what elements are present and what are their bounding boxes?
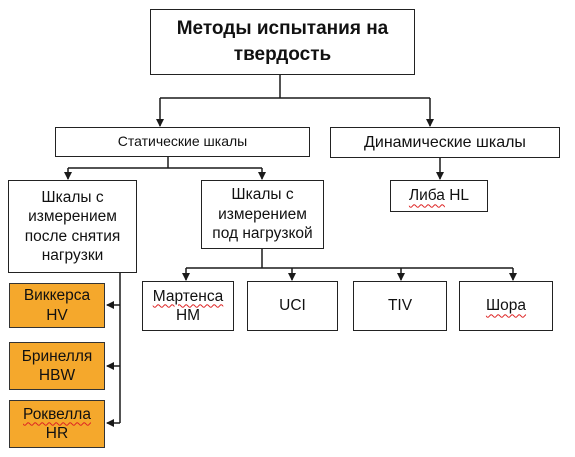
shore-label: Шора xyxy=(485,297,527,315)
root-line-1: Методы испытания на xyxy=(176,18,389,40)
after-unload-line-3: после снятия xyxy=(24,227,121,245)
static-scales-node: Статические шкалы xyxy=(55,127,310,157)
martens-line-1: Мартенса xyxy=(152,287,224,305)
uci-label: UCI xyxy=(279,297,306,315)
after-unload-line-2: измерением xyxy=(28,208,117,226)
martens-node: Мартенса HM xyxy=(142,281,234,331)
tiv-node: TIV xyxy=(353,281,447,331)
after-unload-line-4: нагрузки xyxy=(41,246,104,264)
rockwell-line-1: Роквелла xyxy=(23,405,91,423)
static-scales-label: Статические шкалы xyxy=(117,133,248,150)
brinell-line-1: Бринелля xyxy=(21,347,93,365)
brinell-line-2: HBW xyxy=(38,367,76,384)
dynamic-scales-label: Динамические шкалы xyxy=(364,133,526,151)
vickers-node: Виккерса HV xyxy=(9,283,105,328)
root-node: Методы испытания на твердость xyxy=(150,9,415,75)
leeb-code: HL xyxy=(449,187,470,205)
uci-node: UCI xyxy=(247,281,338,331)
under-load-line-1: Шкалы с xyxy=(231,186,294,204)
tiv-label: TIV xyxy=(387,297,413,315)
under-load-line-2: измерением xyxy=(218,205,307,223)
after-unload-node: Шкалы с измерением после снятия нагрузки xyxy=(8,180,137,273)
leeb-node: Либа HL xyxy=(390,180,488,212)
rockwell-line-2: HR xyxy=(45,425,69,442)
dynamic-scales-node: Динамические шкалы xyxy=(330,127,560,158)
vickers-line-2: HV xyxy=(46,306,68,324)
shore-node: Шора xyxy=(459,281,553,331)
brinell-node: Бринелля HBW xyxy=(9,342,105,390)
vickers-line-1: Виккерса xyxy=(23,287,91,305)
under-load-line-3: под нагрузкой xyxy=(212,225,313,243)
martens-line-2: HM xyxy=(175,307,201,324)
under-load-node: Шкалы с измерением под нагрузкой xyxy=(201,180,324,249)
leeb-word: Либа xyxy=(408,187,445,205)
root-line-2: твердость xyxy=(233,44,332,65)
after-unload-line-1: Шкалы с xyxy=(41,188,104,206)
rockwell-node: Роквелла HR xyxy=(9,400,105,448)
